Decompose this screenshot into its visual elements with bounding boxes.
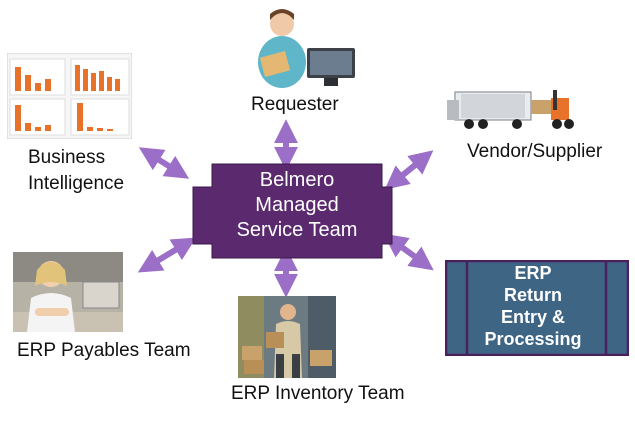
bi-chart-1 — [9, 58, 66, 96]
bi-chart-3 — [9, 98, 66, 136]
vendor-label: Vendor/Supplier — [467, 141, 603, 162]
inventory-photo — [238, 296, 336, 378]
center-node — [192, 163, 393, 259]
arrow-vendor — [384, 150, 434, 190]
center-line-2: Managed — [255, 194, 339, 216]
erp-line-3: Entry & — [500, 306, 565, 327]
arrow-erp-return — [383, 233, 434, 271]
erp-return-box — [445, 260, 629, 356]
payables-photo — [13, 252, 123, 332]
vendor-photo — [447, 90, 574, 129]
requester-label: Requester — [251, 94, 339, 115]
business-intelligence-photo — [7, 53, 132, 139]
center-line-3: Service Team — [236, 219, 358, 241]
requester-photo — [252, 2, 357, 90]
business-intelligence-label: Business Intelligence — [28, 147, 124, 196]
bi-label-line-1: Business — [28, 147, 106, 168]
arrow-business-intelligence — [138, 147, 190, 179]
erp-return-label: ERP Return Entry & Processing — [470, 263, 596, 351]
payables-label: ERP Payables Team — [17, 340, 191, 361]
bi-chart-2 — [70, 58, 130, 96]
arrow-payables — [137, 237, 197, 273]
bi-chart-4 — [70, 98, 130, 136]
inventory-label: ERP Inventory Team — [231, 383, 405, 404]
center-line-1: Belmero — [259, 169, 335, 191]
center-node-label: Belmero Managed Service Team — [212, 168, 382, 243]
erp-line-2: Return — [504, 284, 562, 305]
erp-line-1: ERP — [514, 263, 552, 283]
bi-label-line-2: Intelligence — [28, 172, 125, 194]
erp-line-4: Processing — [484, 328, 582, 349]
